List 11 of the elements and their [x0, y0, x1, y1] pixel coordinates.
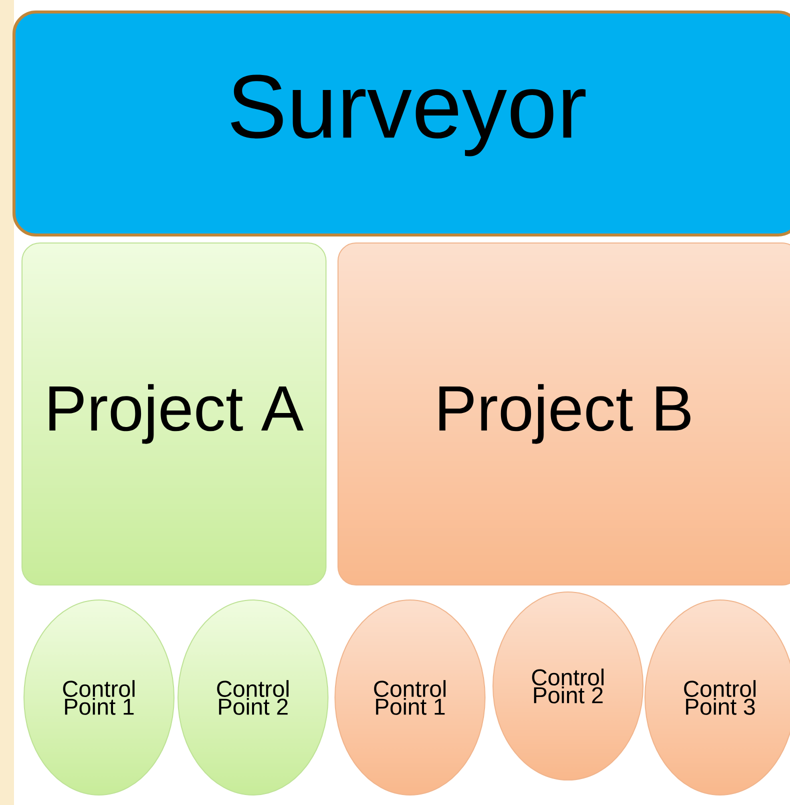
- node-label: Surveyor: [231, 74, 586, 156]
- node-label: Control Point 1: [374, 680, 446, 715]
- project-box: [22, 242, 326, 586]
- node-label: Project B: [439, 384, 690, 444]
- node-label: Control Point 2: [532, 668, 604, 704]
- node-label: Control Point 1: [63, 680, 135, 715]
- node-label: Project A: [49, 384, 304, 444]
- node-label: Control Point 2: [217, 680, 289, 715]
- node-label: Control Point 3: [684, 680, 756, 715]
- header-box: [12, 10, 790, 236]
- project-box: [338, 242, 790, 586]
